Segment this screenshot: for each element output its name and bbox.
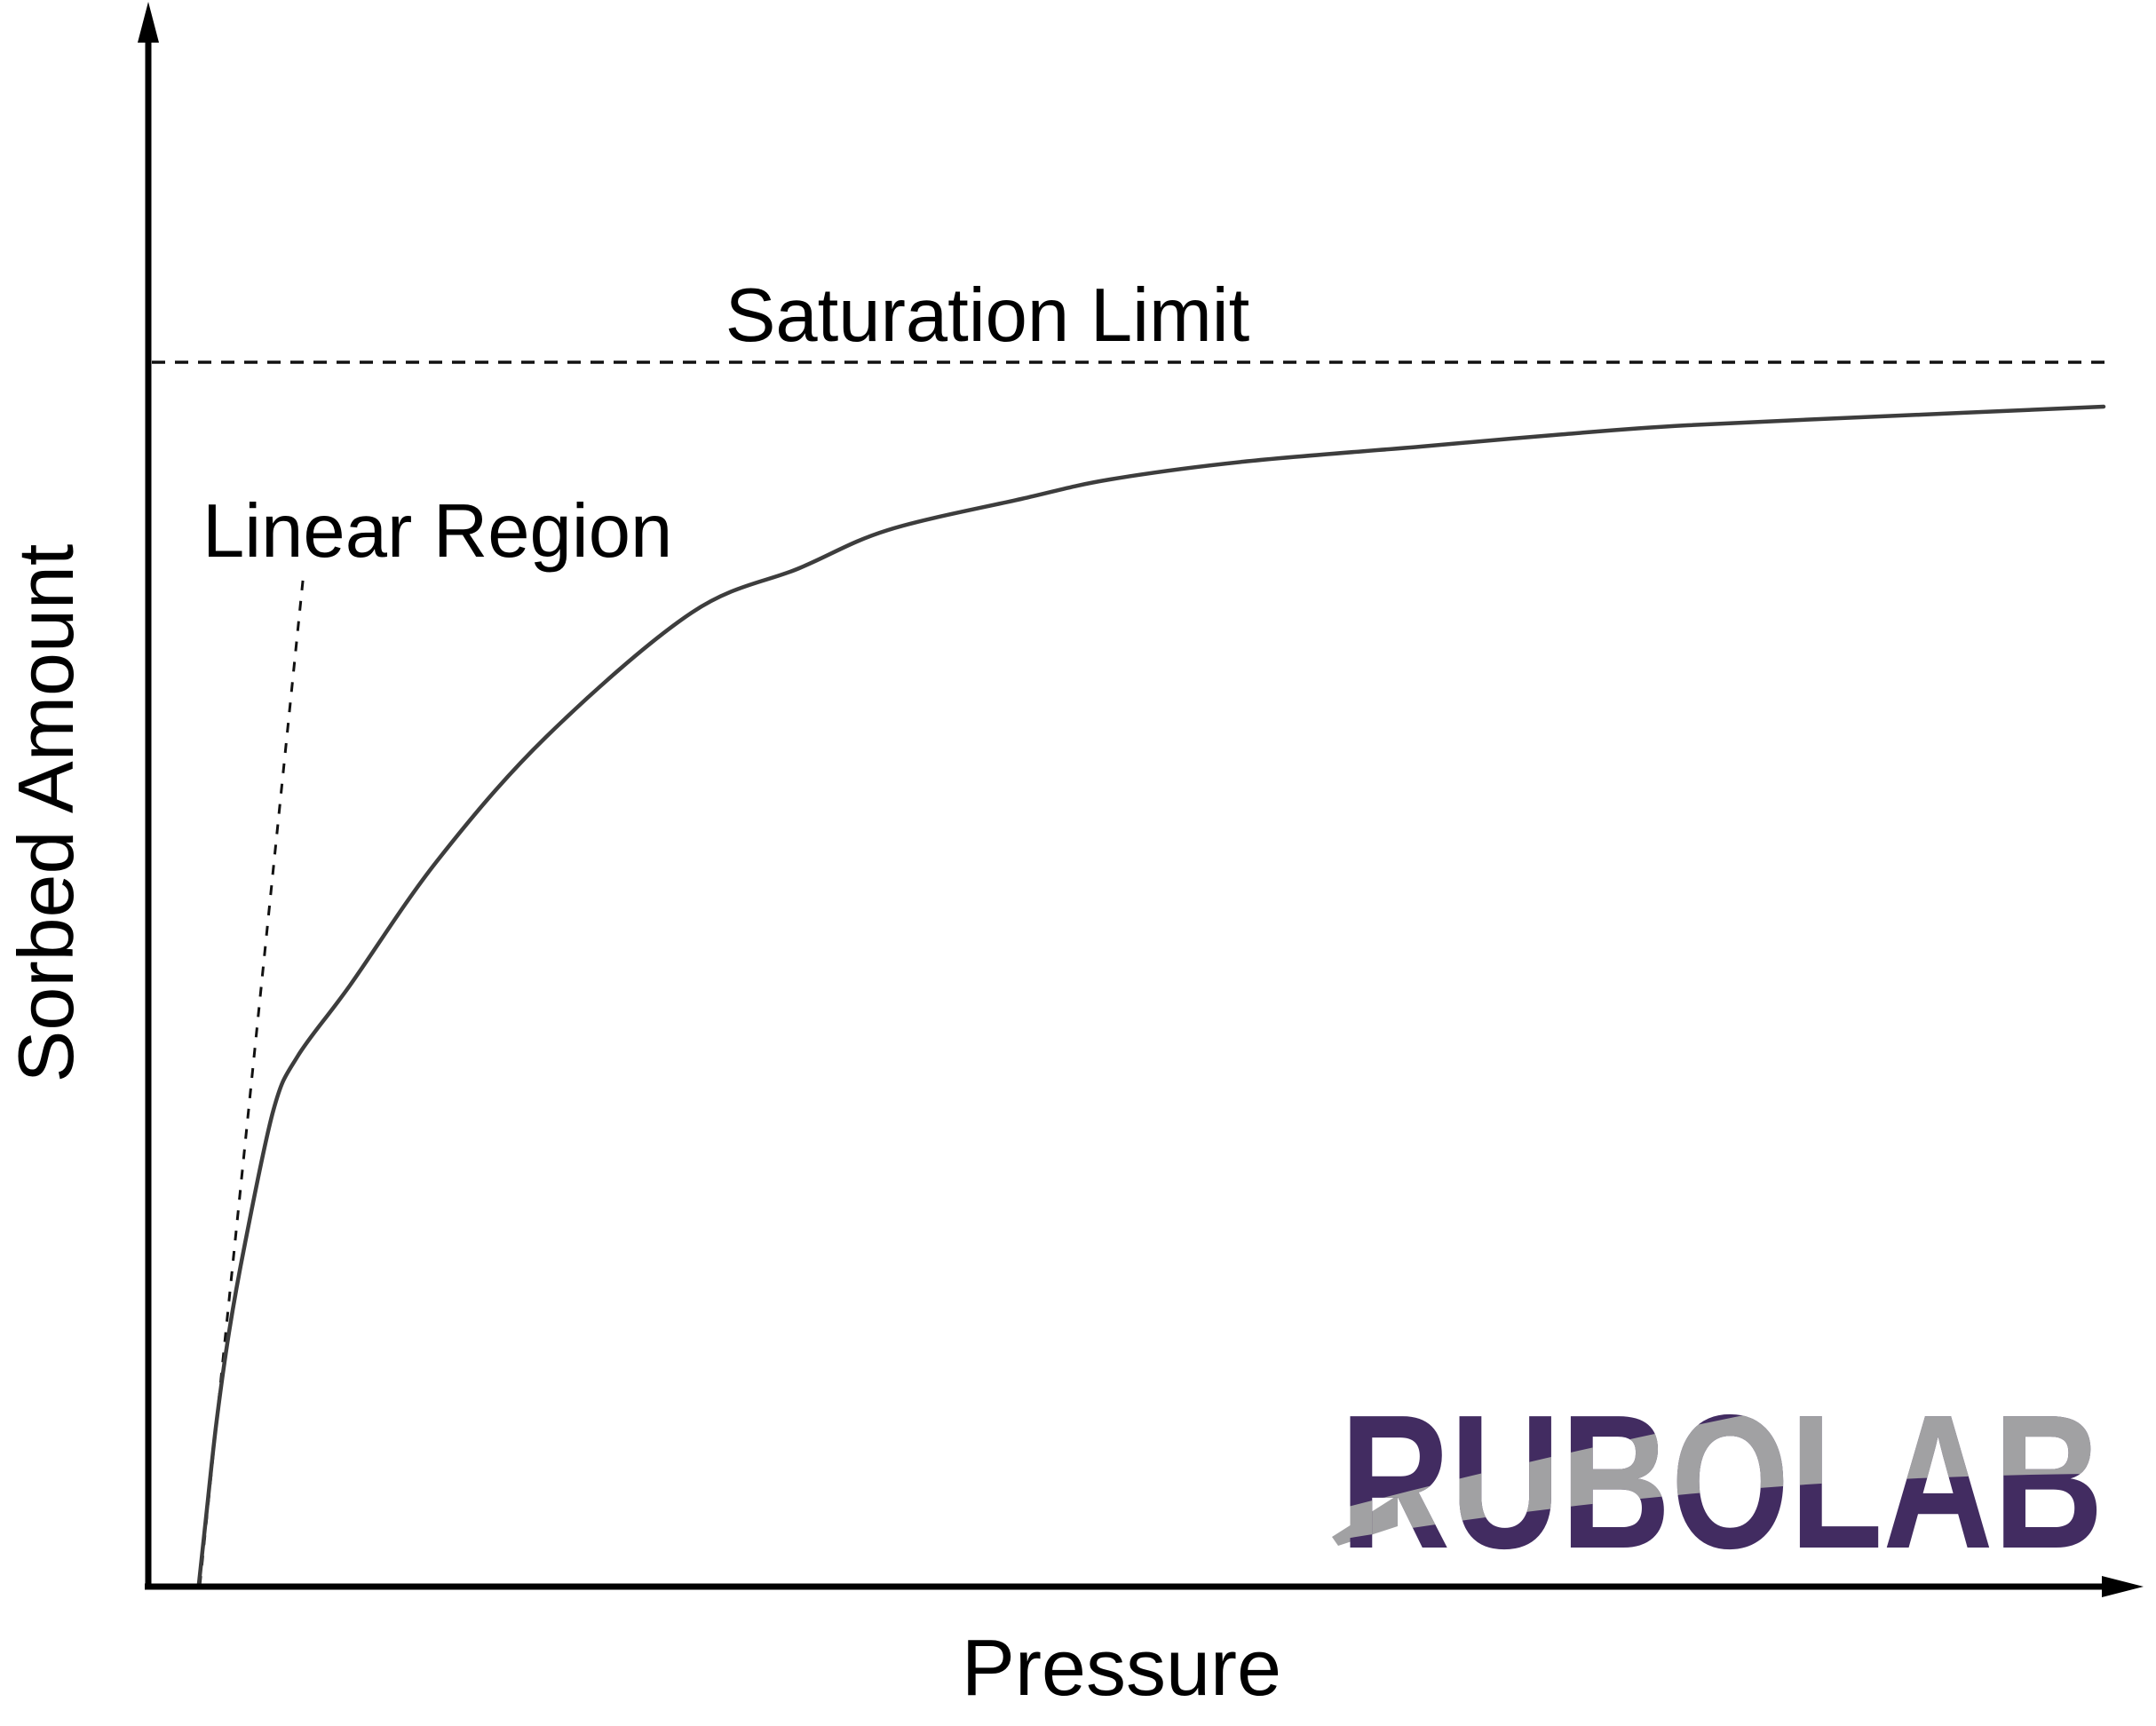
rubolab-logo: RUBOLAB RUBOLAB — [1332, 1376, 2104, 1589]
logo-ribbon-tail — [1332, 1495, 1398, 1546]
x-axis-title: Pressure — [961, 1624, 1282, 1713]
linear-region-label: Linear Region — [202, 489, 673, 574]
logo-text-purple: RUBOLAB — [1340, 1376, 2104, 1589]
saturation-limit-label: Saturation Limit — [725, 273, 1250, 358]
y-axis-title: Sorbed Amount — [2, 543, 90, 1083]
y-axis-arrowhead — [138, 2, 159, 43]
isotherm-curve — [196, 404, 2106, 1587]
x-axis-arrowhead — [2102, 1576, 2144, 1597]
